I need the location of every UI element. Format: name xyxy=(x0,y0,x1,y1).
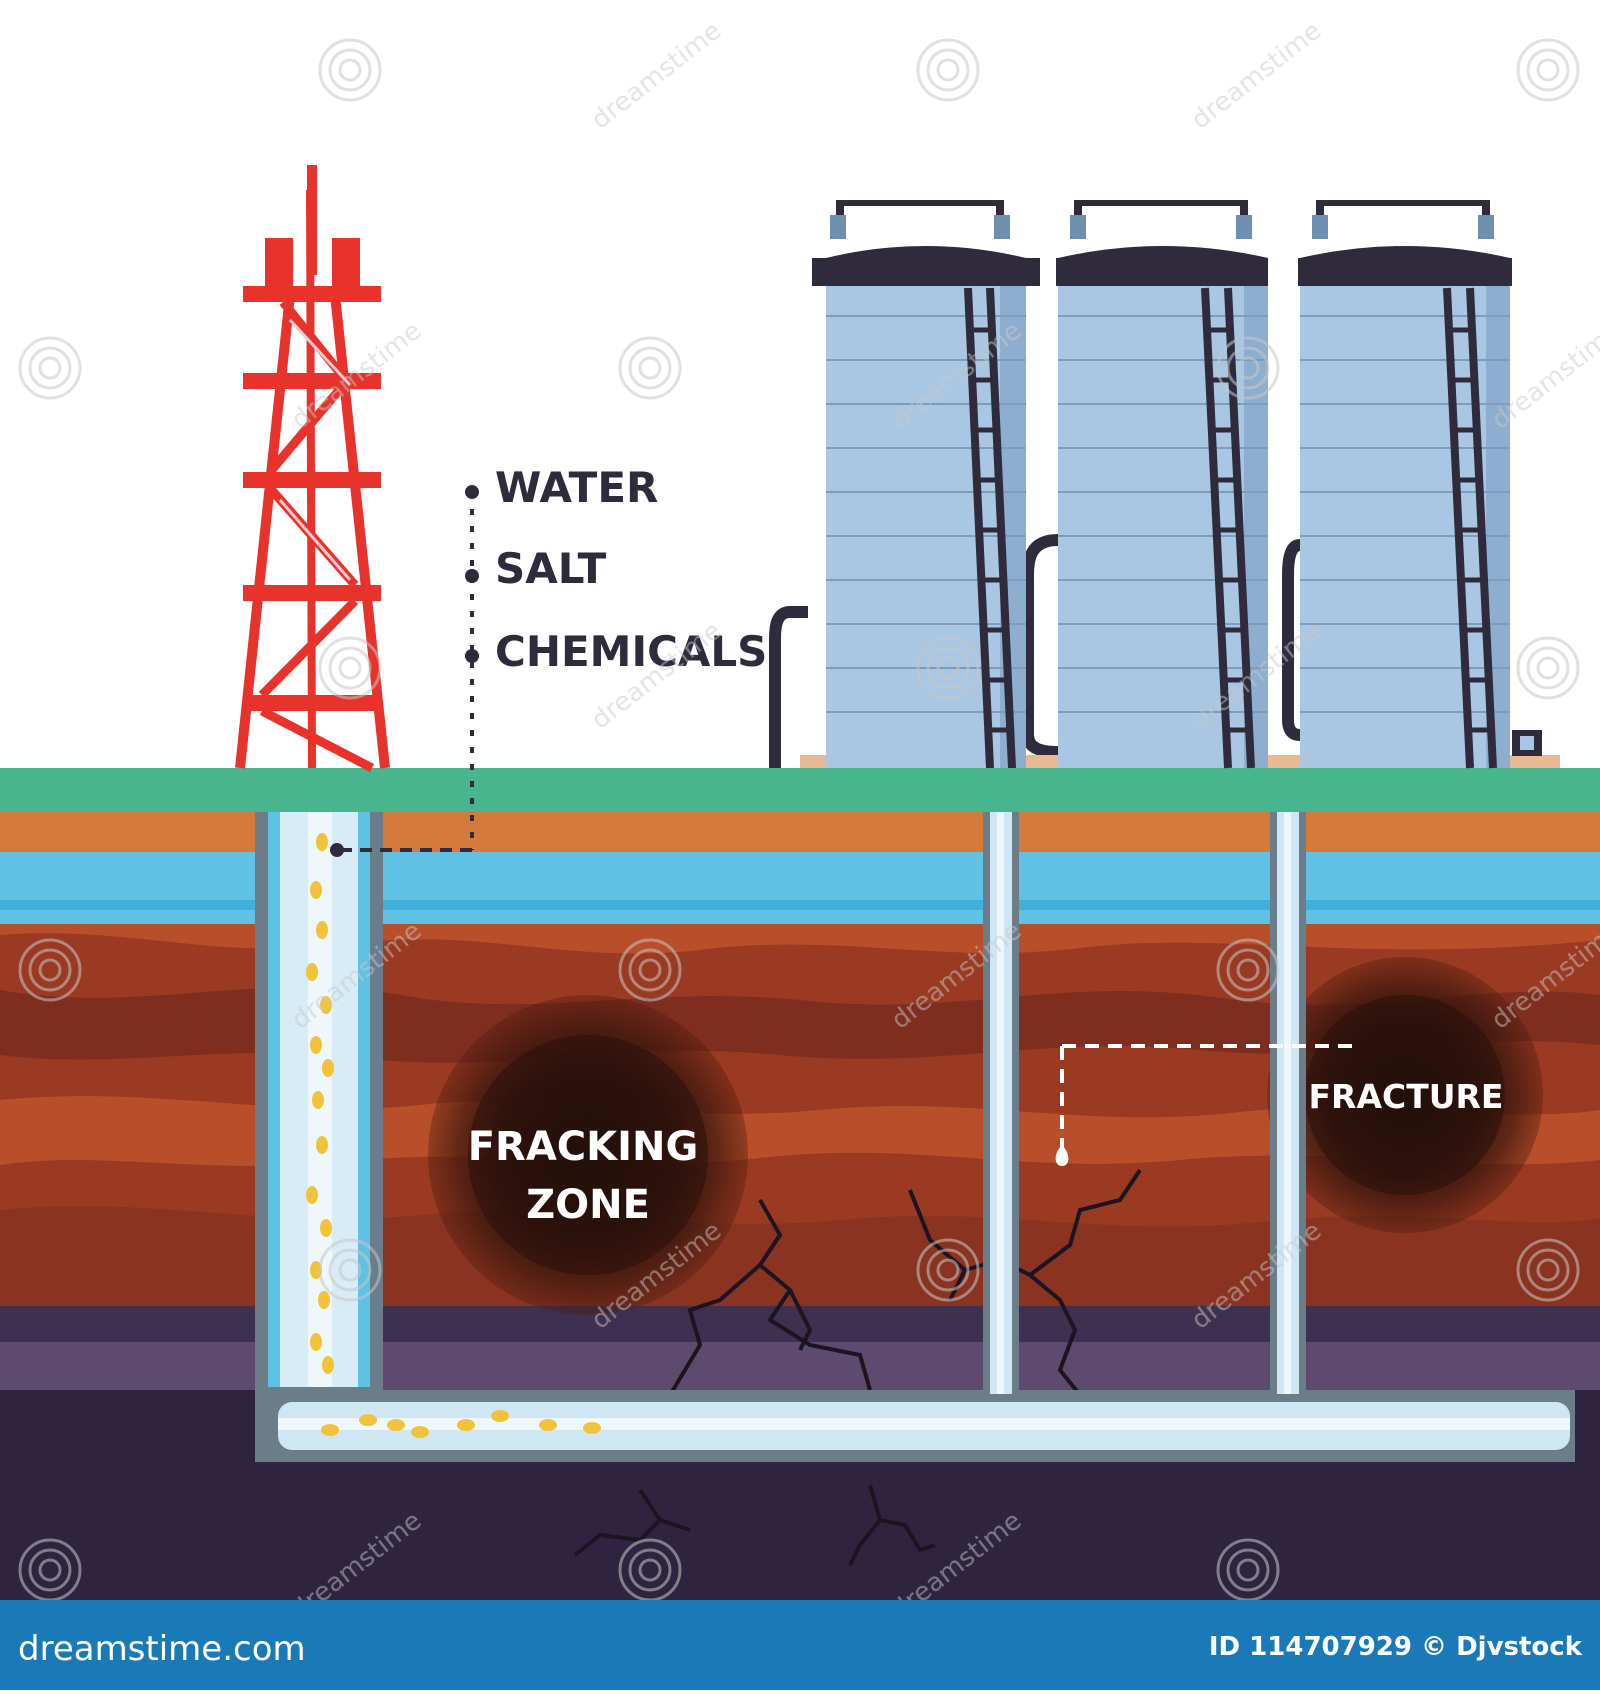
watermark-swirl-icon xyxy=(318,1238,382,1302)
watermark-swirl-icon xyxy=(318,636,382,700)
watermark-swirl-icon xyxy=(1216,336,1280,400)
watermark-swirl-icon xyxy=(18,336,82,400)
footer-bar xyxy=(0,1600,1600,1690)
label-salt: SALT xyxy=(495,544,607,593)
aquifer-layer xyxy=(0,852,1600,924)
watermark-swirl-icon xyxy=(1516,636,1580,700)
watermark-swirl-icon xyxy=(1516,38,1580,102)
watermark-swirl-icon xyxy=(618,938,682,1002)
watermark-swirl-icon xyxy=(1516,1238,1580,1302)
label-fracking-zone-line1: FRACKING xyxy=(468,1124,699,1170)
rock-band-light-1 xyxy=(0,924,1600,954)
watermark-swirl-icon xyxy=(618,336,682,400)
storage-tanks xyxy=(769,200,1560,769)
rock-band-dark-1 xyxy=(0,987,1600,1063)
ingredient-bullet-water xyxy=(465,485,479,499)
rock-band-light-2 xyxy=(0,1096,1600,1166)
footer-site-name: dreamstime.com xyxy=(18,1629,306,1669)
ingredient-bullet-salt xyxy=(465,569,479,583)
label-water: WATER xyxy=(495,463,658,512)
watermark-text: dreamstime xyxy=(1186,16,1328,136)
footer-image-credit: ID 114707929 © Djvstock xyxy=(1209,1632,1583,1662)
watermark-swirl-icon xyxy=(916,1238,980,1302)
label-fracking-zone-line2: ZONE xyxy=(526,1182,650,1228)
watermark-swirl-icon xyxy=(1216,938,1280,1002)
drilling-derrick xyxy=(235,165,390,772)
label-fracture: FRACTURE xyxy=(1309,1077,1504,1116)
watermark-swirl-icon xyxy=(18,938,82,1002)
label-chemicals: CHEMICALS xyxy=(495,627,767,676)
storage-tank-1 xyxy=(812,200,1040,769)
watermark-swirl-icon xyxy=(916,38,980,102)
storage-tank-3 xyxy=(1298,200,1542,769)
topsoil-layer xyxy=(0,812,1600,852)
watermark-swirls xyxy=(18,38,1580,1602)
rock-band-dark-2 xyxy=(0,1206,1600,1306)
watermark-text: dreamstime xyxy=(586,16,728,136)
watermark-swirl-icon xyxy=(916,636,980,700)
watermark-swirl-icon xyxy=(318,38,382,102)
ingredients-callout xyxy=(330,485,479,857)
well-pipes xyxy=(255,812,1575,1462)
ingredient-bullet-chemicals xyxy=(465,649,479,663)
fracture-callout xyxy=(1055,1044,1352,1166)
grass-layer xyxy=(0,768,1600,812)
